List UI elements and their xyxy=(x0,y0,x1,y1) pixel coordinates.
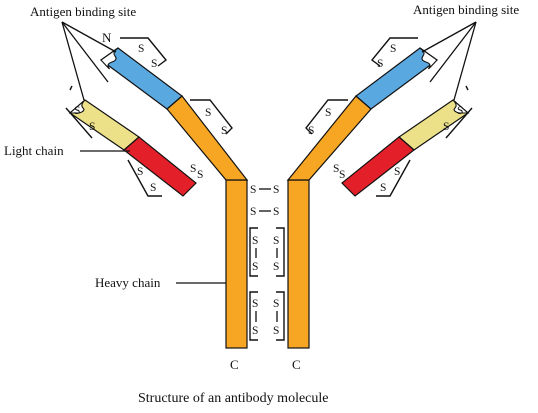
svg-text:S: S xyxy=(380,182,386,194)
svg-text:S: S xyxy=(273,206,279,218)
svg-text:S: S xyxy=(273,325,279,337)
svg-text:S: S xyxy=(138,43,144,55)
svg-text:S: S xyxy=(137,166,143,178)
n-terminus-label: N xyxy=(102,30,112,45)
antigen-binding-site-label-right: Antigen binding site xyxy=(413,2,519,17)
svg-text:S: S xyxy=(394,166,400,178)
svg-text:S: S xyxy=(221,125,227,137)
svg-text:S: S xyxy=(273,235,279,247)
svg-text:S: S xyxy=(457,105,463,117)
svg-text:S: S xyxy=(89,121,95,133)
svg-text:S: S xyxy=(252,261,258,273)
svg-text:S: S xyxy=(333,163,339,175)
antigen-binding-site-label-left: Antigen binding site xyxy=(30,4,136,19)
svg-text:S: S xyxy=(250,206,256,218)
binding-tip-right-heavy xyxy=(419,47,438,70)
heavy-chain-stem-left xyxy=(225,179,248,349)
light-constant-left xyxy=(123,136,197,197)
light-constant-right xyxy=(341,136,415,197)
c-terminus-label-left: C xyxy=(230,357,239,372)
stem-disulfide-left: S S S S xyxy=(249,227,258,341)
svg-text:S: S xyxy=(197,169,203,181)
light-chain-label: Light chain xyxy=(4,143,64,158)
svg-text:S: S xyxy=(377,58,383,70)
binding-tip-right-light xyxy=(452,99,470,114)
svg-text:S: S xyxy=(273,184,279,196)
svg-text:S: S xyxy=(205,107,211,119)
disulfide-brackets-left: S S S S S S S S S S xyxy=(65,37,233,197)
c-terminus-label-right: C xyxy=(292,357,301,372)
disulfide-brackets-right: S S S S S S S S S S xyxy=(305,37,473,197)
svg-text:S: S xyxy=(74,105,80,117)
svg-text:S: S xyxy=(443,121,449,133)
svg-text:S: S xyxy=(273,298,279,310)
binding-tip-left-light xyxy=(68,99,86,114)
hinge-disulfide-bonds: S S S S xyxy=(250,184,279,218)
svg-text:S: S xyxy=(325,107,331,119)
svg-text:S: S xyxy=(250,184,256,196)
svg-text:S: S xyxy=(252,325,258,337)
binding-tip-left-heavy xyxy=(100,47,119,70)
stem-disulfide-right: S S S S xyxy=(273,227,285,341)
svg-text:S: S xyxy=(390,43,396,55)
svg-text:S: S xyxy=(339,169,345,181)
diagram-caption: Structure of an antibody molecule xyxy=(138,391,329,406)
heavy-chain-stem-right xyxy=(287,179,310,349)
leader-lines xyxy=(61,21,477,284)
svg-text:S: S xyxy=(150,182,156,194)
svg-text:S: S xyxy=(151,58,157,70)
svg-text:S: S xyxy=(273,261,279,273)
svg-text:S: S xyxy=(308,125,314,137)
svg-text:S: S xyxy=(252,235,258,247)
svg-text:S: S xyxy=(252,298,258,310)
heavy-chain-label: Heavy chain xyxy=(95,275,161,290)
svg-text:S: S xyxy=(190,163,196,175)
